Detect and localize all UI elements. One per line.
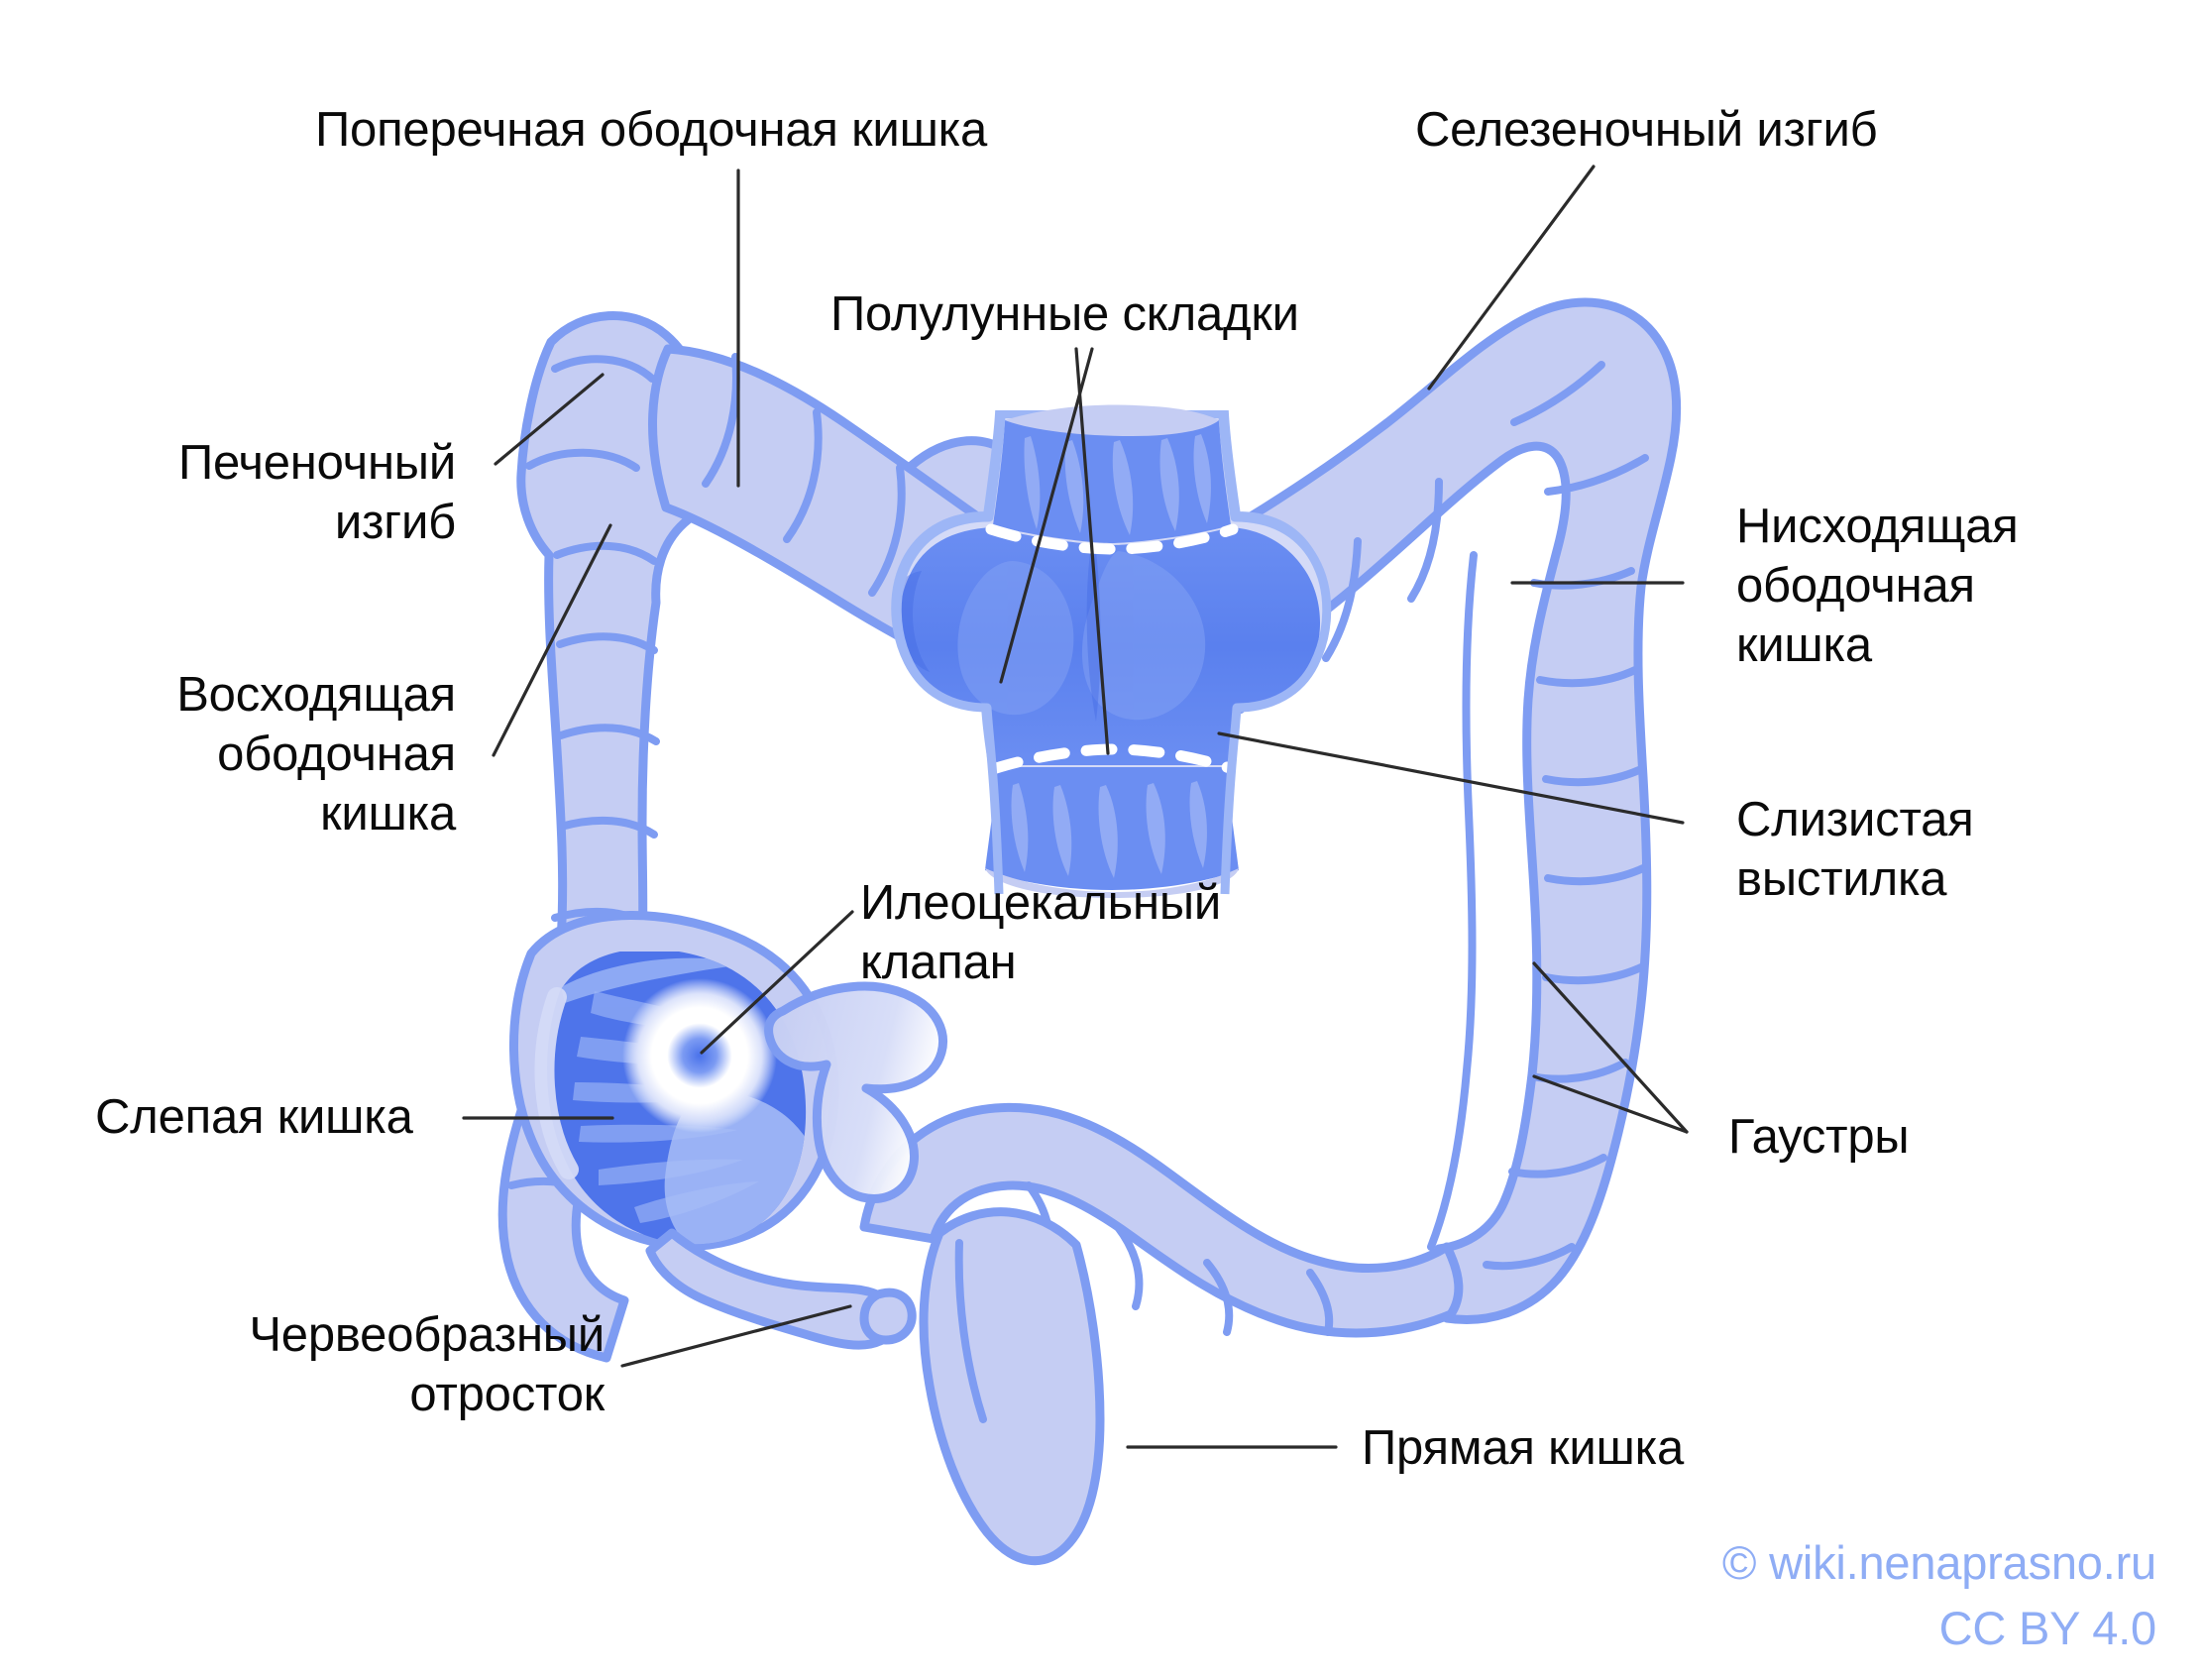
leader-haustra-2	[1532, 1074, 1689, 1134]
label-ascending-colon: Восходящая ободочная кишка	[176, 668, 456, 840]
rectum-inner-crease	[954, 1239, 987, 1423]
cecum-rim-highlight	[534, 987, 579, 1179]
leader-appendix	[620, 1304, 852, 1368]
label-hepatic-flexure: Печеночный изгиб	[177, 436, 456, 549]
label-cecum: Слепая кишка	[95, 1090, 413, 1144]
ileum-stub-shape	[764, 981, 947, 1203]
label-splenic-flexure: Селезеночный изгиб	[1415, 103, 1878, 157]
leader-splenic-flexure	[1427, 165, 1596, 391]
colon-wall	[497, 297, 1682, 1566]
semilunar-fold-upper	[985, 523, 1239, 555]
leader-lines	[462, 165, 1689, 1449]
label-mucosal-lining: Слизистая выстилка	[1736, 793, 1974, 906]
leader-semilunar-1	[1074, 347, 1110, 755]
label-descending-colon: Нисходящая ободочная кишка	[1736, 500, 2019, 672]
leader-ileocecal-valve	[700, 910, 854, 1055]
ileocecal-valve-glow	[622, 978, 777, 1133]
watermark-line-1: © wiki.nenaprasno.ru	[1721, 1536, 2156, 1589]
appendix-tip	[859, 1288, 917, 1345]
leader-mucosal-lining	[1217, 731, 1685, 825]
label-ileocecal-valve: Илеоцекальный клапан	[860, 876, 1222, 989]
descending-tenia-line	[1427, 551, 1478, 1251]
semilunar-fold-lower	[987, 743, 1239, 775]
appendix-shape	[645, 1228, 900, 1350]
cutaway-segment	[891, 404, 1332, 898]
watermark-line-2: CC BY 4.0	[1938, 1602, 2157, 1654]
label-haustra: Гаустры	[1728, 1110, 1910, 1164]
leader-haustra-1	[1532, 961, 1689, 1134]
rectum-shape	[919, 1207, 1105, 1566]
descending-colon-shape	[1167, 297, 1682, 1324]
label-rectum: Прямая кишка	[1362, 1421, 1685, 1475]
leader-hepatic-flexure	[494, 373, 605, 466]
label-appendix: Червеобразный отросток	[249, 1308, 605, 1421]
leader-ascending-colon	[492, 523, 612, 757]
label-semilunar-folds: Полулунные складки	[830, 287, 1299, 341]
leader-semilunar-2	[999, 347, 1094, 684]
label-transverse-colon: Поперечная ободочная кишка	[315, 103, 988, 157]
